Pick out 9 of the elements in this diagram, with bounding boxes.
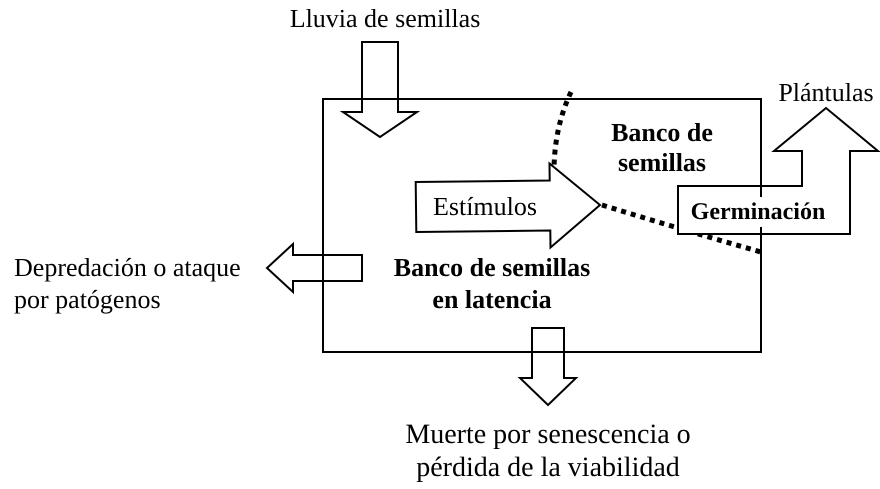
- loss-label: Muerte por senescencia o pérdida de la viabilidad: [378, 418, 718, 486]
- input-label: Lluvia de semillas: [270, 4, 500, 36]
- region-label: Banco de semillas en latencia: [385, 252, 599, 318]
- region-label: Banco de semillas: [598, 118, 726, 180]
- block-arrow: [266, 242, 363, 294]
- loss-label: Depredación o ataque por patógenos: [14, 252, 267, 316]
- block-arrow: [518, 327, 578, 406]
- output-label: Plántulas: [772, 78, 880, 108]
- block-arrow: [340, 41, 420, 138]
